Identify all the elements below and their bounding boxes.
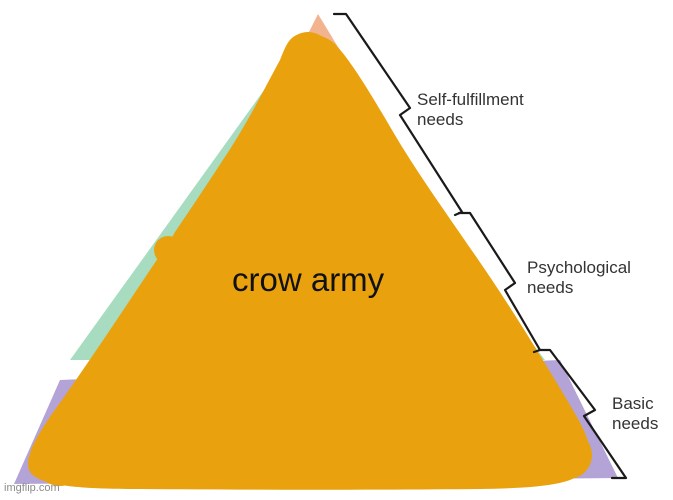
tier-label-psychological: Psychological needs bbox=[527, 258, 631, 298]
tier-label-basic: Basic needs bbox=[612, 394, 658, 434]
watermark: imgflip.com bbox=[4, 482, 60, 494]
tier-label-line: needs bbox=[527, 278, 574, 297]
overlay-caption: crow army bbox=[232, 261, 385, 298]
tier-label-self-fulfillment: Self-fulfillment needs bbox=[417, 90, 524, 130]
tier-label-line: needs bbox=[612, 414, 659, 433]
bracket-basic bbox=[537, 348, 628, 480]
tier-label-line: Psychological bbox=[527, 258, 631, 277]
tier-label-line: Basic bbox=[612, 394, 654, 413]
tier-label-line: needs bbox=[417, 110, 464, 129]
tier-label-line: Self-fulfillment bbox=[417, 90, 524, 109]
orange-scribble-overlay bbox=[28, 32, 592, 490]
